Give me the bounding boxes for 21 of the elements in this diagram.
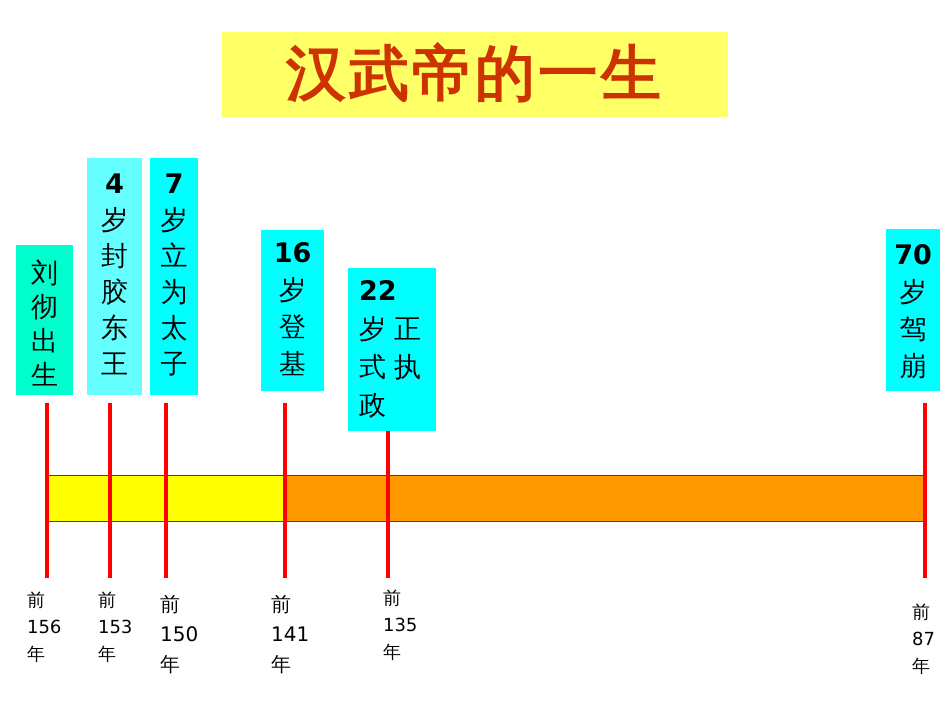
- event-text: 70岁驾崩: [894, 239, 932, 384]
- event-box: [16, 245, 73, 395]
- event-box: [87, 158, 142, 395]
- timeline-bar: [47, 475, 285, 522]
- year-label: 前141年: [271, 591, 310, 678]
- year-label: 前135年: [383, 587, 418, 665]
- year-label: 前153年: [98, 589, 132, 667]
- event-text: 刘彻出生: [31, 257, 58, 393]
- year-label: 前156年: [27, 589, 62, 667]
- year-label: 前150年: [160, 591, 198, 678]
- timeline-bar: [285, 475, 925, 522]
- event-box: [261, 230, 324, 391]
- event-text: 7岁立为太子: [160, 168, 188, 382]
- diagram-title: 汉武帝的一生: [222, 32, 728, 117]
- event-box: [348, 268, 436, 431]
- event-box: [886, 229, 940, 391]
- event-box: [150, 158, 198, 395]
- event-text: 22岁正式执政: [359, 275, 430, 423]
- event-text: 4岁封胶东王: [101, 168, 128, 382]
- event-text: 16岁登基: [274, 237, 312, 382]
- year-label: 前87年: [912, 601, 935, 679]
